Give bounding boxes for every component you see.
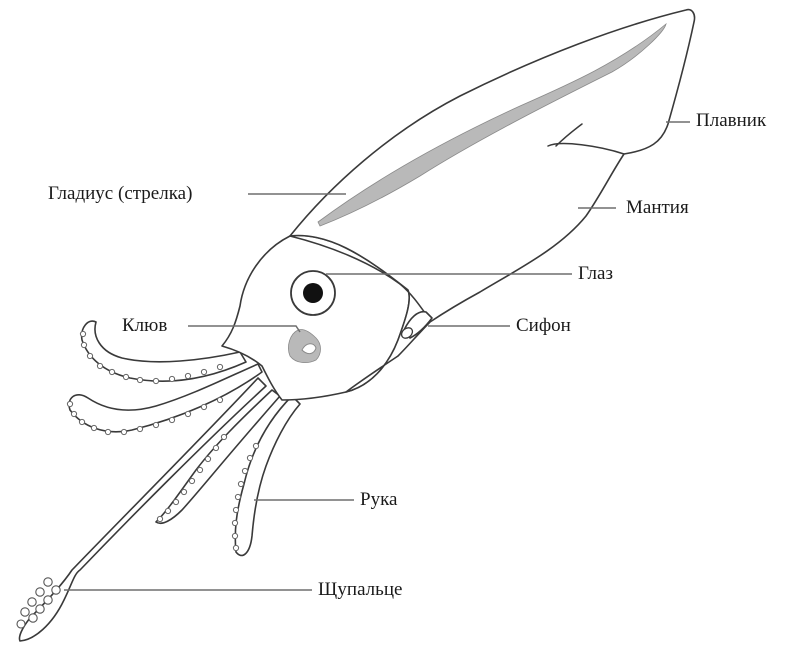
label-eye: Глаз [578,263,613,284]
label-tentacle: Щупальце [318,579,402,600]
label-arm: Рука [360,489,398,510]
label-beak: Клюв [122,315,167,336]
label-siphon: Сифон [516,315,571,336]
label-gladius: Гладиус (стрелка) [48,183,192,204]
label-mantle: Мантия [626,197,689,218]
label-fin: Плавник [696,110,767,131]
eye [291,271,335,315]
